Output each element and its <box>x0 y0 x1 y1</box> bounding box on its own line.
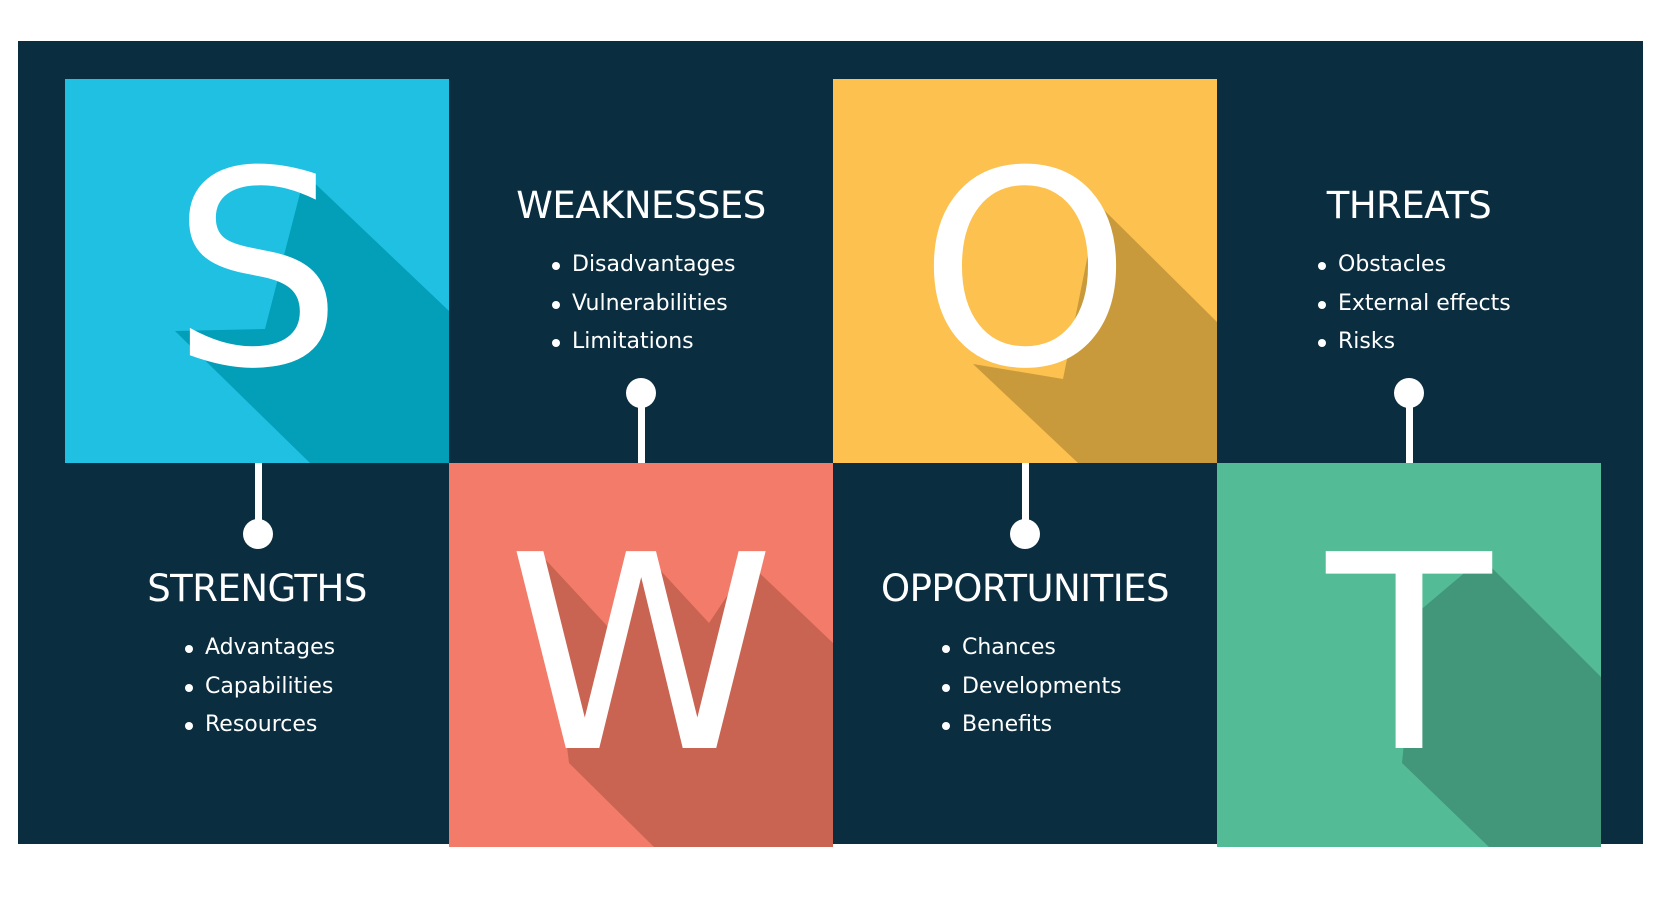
threats-long-shadow <box>1402 558 1601 847</box>
strengths-section: STRENGTHS Advantages Capabilities Resour… <box>65 567 449 737</box>
opportunities-section: OPPORTUNITIES Chances Developments Benef… <box>833 567 1217 737</box>
threats-list: Obstacles External effects Risks <box>1318 246 1511 362</box>
weaknesses-tile: W <box>449 463 833 847</box>
list-item: Benefits <box>942 706 1122 745</box>
list-item: Vulnerabilities <box>552 285 735 324</box>
threats-title: THREATS <box>1326 184 1492 227</box>
opportunities-title: OPPORTUNITIES <box>880 567 1170 610</box>
list-item: Disadvantages <box>552 246 735 285</box>
strengths-title: STRENGTHS <box>147 567 367 610</box>
list-item: Resources <box>185 706 335 745</box>
list-item: External effects <box>1318 285 1511 324</box>
opportunities-tile: O <box>833 79 1217 463</box>
opportunities-long-shadow <box>973 204 1217 463</box>
weaknesses-title: WEAKNESSES <box>516 184 766 227</box>
weaknesses-section: WEAKNESSES Disadvantages Vulnerabilities… <box>449 184 833 354</box>
list-item: Limitations <box>552 323 735 362</box>
list-item: Obstacles <box>1318 246 1511 285</box>
list-item: Risks <box>1318 323 1511 362</box>
threats-letter: T <box>1326 497 1492 812</box>
list-item: Capabilities <box>185 668 335 707</box>
opportunities-letter: O <box>918 113 1132 428</box>
strengths-connector-pin <box>243 463 273 549</box>
weaknesses-connector-pin <box>626 378 656 463</box>
weaknesses-letter: W <box>507 497 775 812</box>
threats-tile: T <box>1217 463 1601 847</box>
strengths-tile: S <box>65 79 449 463</box>
strengths-long-shadow <box>175 174 449 463</box>
weaknesses-list: Disadvantages Vulnerabilities Limitation… <box>552 246 735 362</box>
strengths-list: Advantages Capabilities Resources <box>185 629 335 745</box>
list-item: Chances <box>942 629 1122 668</box>
opportunities-connector-pin <box>1010 463 1040 549</box>
list-item: Advantages <box>185 629 335 668</box>
strengths-letter: S <box>171 113 343 428</box>
weaknesses-long-shadow <box>544 558 833 847</box>
list-item: Developments <box>942 668 1122 707</box>
threats-connector-pin <box>1394 378 1424 463</box>
threats-section: THREATS Obstacles External effects Risks <box>1217 184 1601 354</box>
opportunities-list: Chances Developments Benefits <box>942 629 1122 745</box>
